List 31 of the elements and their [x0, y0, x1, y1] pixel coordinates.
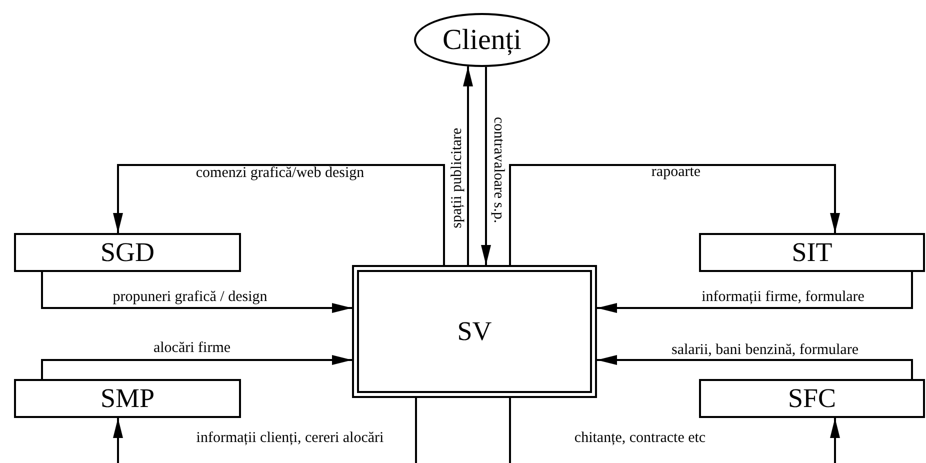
edge-label: informații firme, formulare [702, 288, 864, 306]
process-box [699, 233, 925, 272]
process-box [14, 233, 241, 272]
arrow [481, 66, 491, 265]
central-process-box [352, 265, 597, 398]
node-label: SV [457, 318, 492, 345]
edge-label: alocări firme [153, 340, 231, 356]
process-box [14, 379, 241, 418]
edge-label: chitanțe, contracte etc [574, 430, 706, 446]
edge-label: informații clienți, cereri alocări [196, 430, 384, 446]
edge-label: salarii, bani benzină, formulare [672, 342, 858, 358]
edge-label: rapoarte [651, 164, 701, 180]
arrow [509, 398, 840, 463]
edge-label: propuneri grafică / design [112, 288, 268, 306]
arrow [597, 272, 913, 313]
node-label: SGD [100, 239, 154, 266]
process-box [699, 379, 925, 418]
arrow [113, 164, 445, 265]
edge-label: contravaloare s.p. [490, 116, 506, 224]
arrow [463, 66, 473, 265]
arrow [41, 272, 352, 313]
arrow [113, 398, 417, 463]
arrow [41, 355, 352, 379]
node-label: Clienți [442, 26, 522, 54]
edge-label: comenzi grafică/web design [196, 164, 364, 182]
arrow [509, 164, 840, 265]
arrow [597, 355, 913, 379]
node-label: SIT [792, 239, 832, 266]
node-label: SMP [100, 385, 155, 412]
edge-label: spații publicitare [448, 128, 466, 228]
node-label: SFC [788, 385, 836, 412]
